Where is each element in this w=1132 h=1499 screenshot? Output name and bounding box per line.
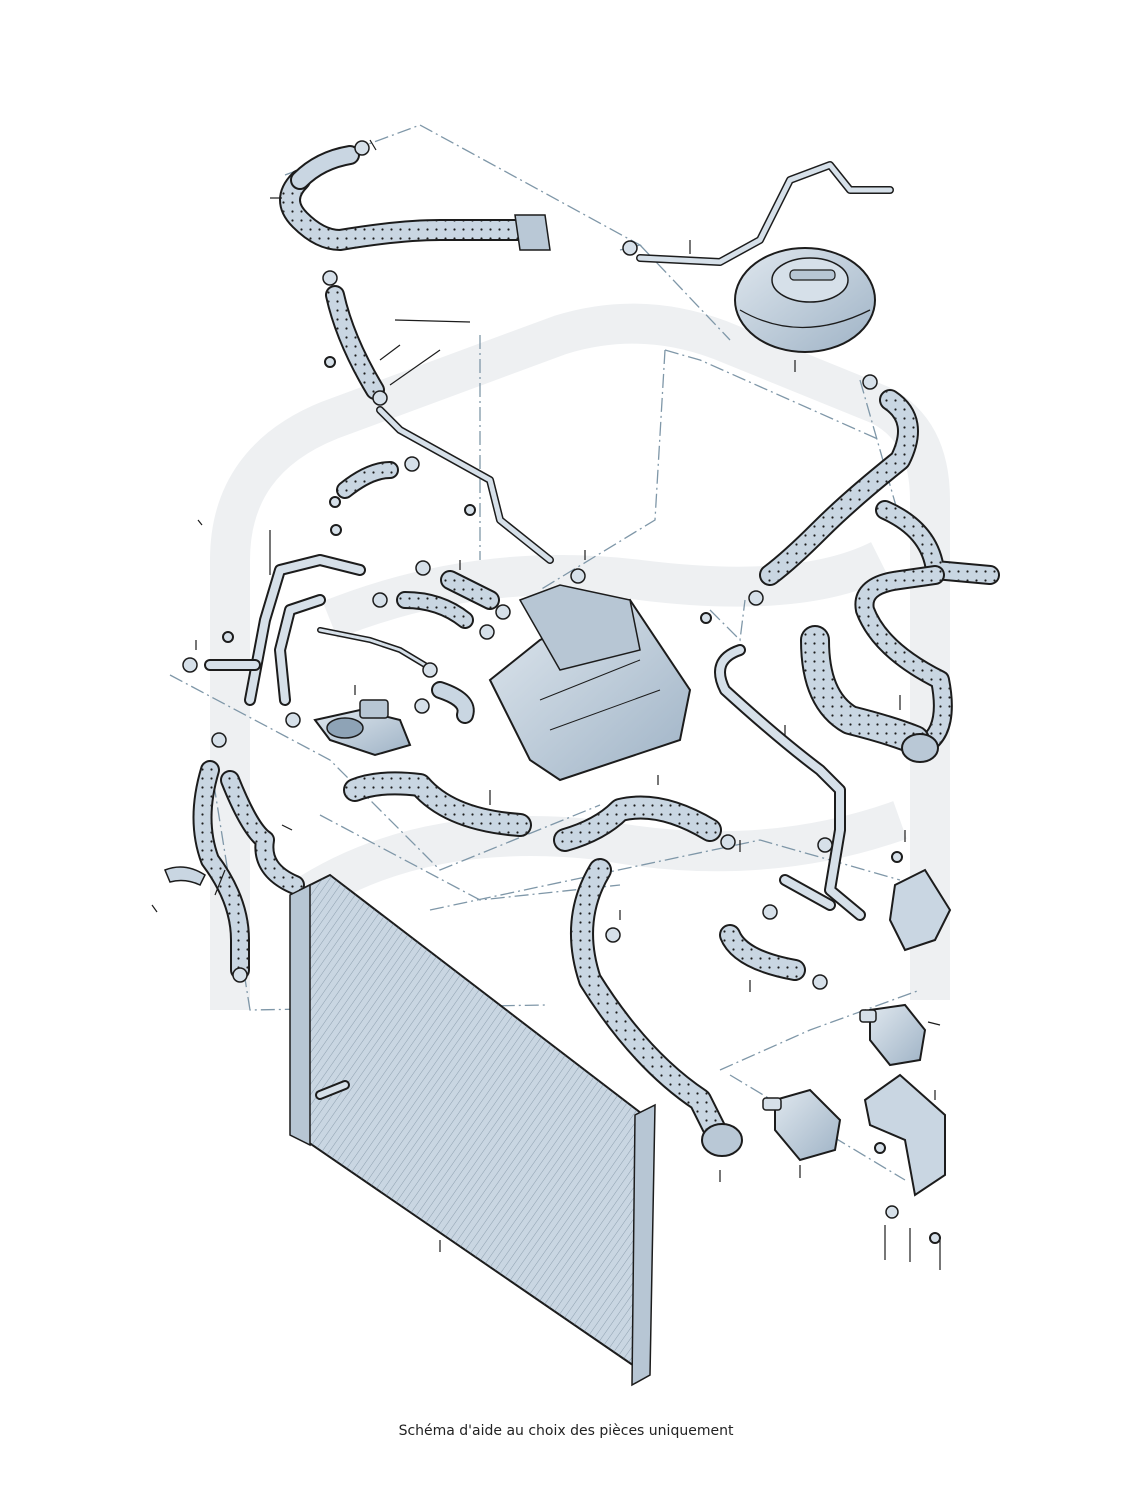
- retaining-clip: [164, 866, 206, 886]
- heater-hoses-center: [336, 461, 500, 724]
- part-reference-ticks: [151, 139, 941, 1270]
- radiator-hoses-middle: [343, 771, 722, 852]
- upper-coolant-hose: [279, 145, 551, 251]
- tank-return-hose: [759, 389, 919, 586]
- diagram-disclaimer-caption: Schéma d'aide au choix des pièces unique…: [398, 1423, 734, 1439]
- lower-radiator-hose: [570, 858, 806, 1157]
- vent-hose-left: [325, 285, 554, 564]
- electric-heater-module: [488, 584, 692, 782]
- mounting-bracket-lower: [863, 1073, 946, 1197]
- coolant-pipes-left: [204, 554, 428, 706]
- auxiliary-water-pump-upper: [859, 1003, 927, 1067]
- mounting-bracket-upper: [888, 868, 952, 952]
- bolts: [222, 356, 941, 1244]
- thermostat-housing: [313, 699, 412, 757]
- auxiliary-water-pump-lower: [762, 1088, 842, 1162]
- coolant-pipe-right: [714, 644, 866, 921]
- radiator-hoses-left: [192, 760, 305, 980]
- coolant-expansion-tank: [636, 161, 894, 353]
- radiator: [289, 873, 656, 1387]
- heater-hose-right: [800, 500, 1000, 763]
- hose-clamps: [182, 140, 899, 1219]
